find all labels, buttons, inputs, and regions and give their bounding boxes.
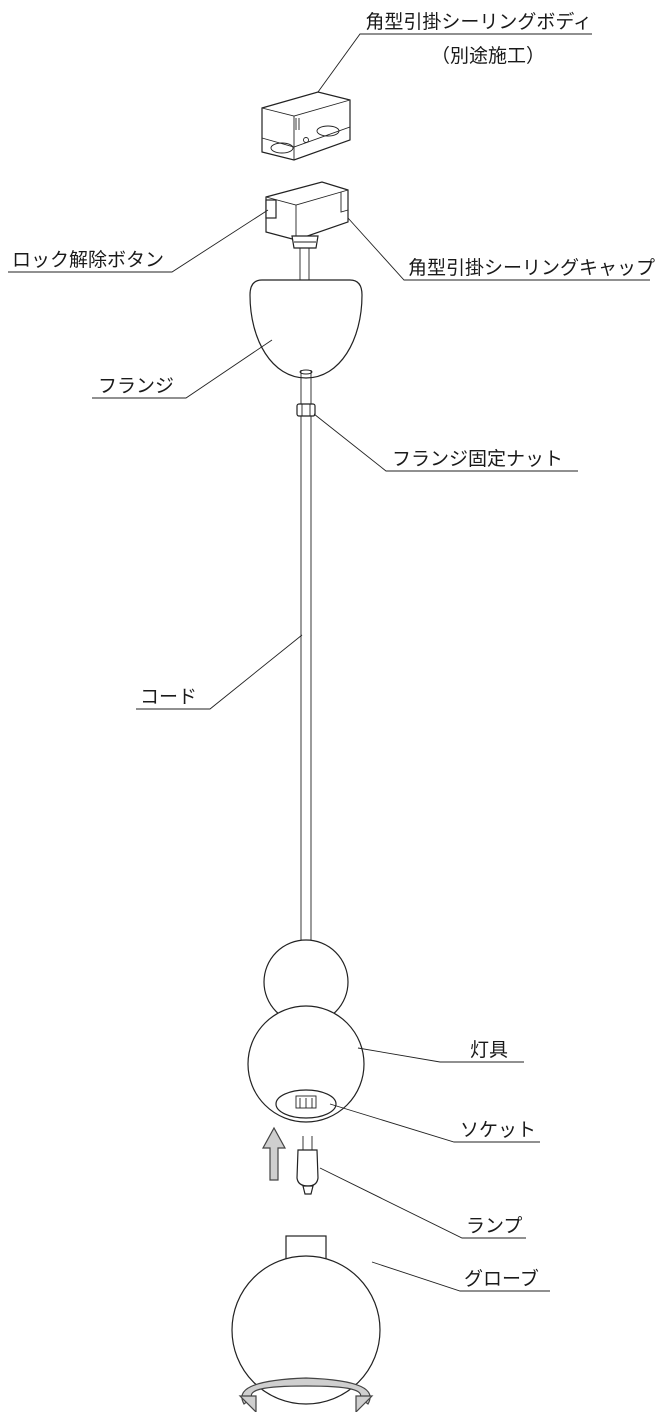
lamp-part bbox=[296, 1136, 319, 1195]
label-cord: コード bbox=[140, 686, 197, 708]
label-ceiling-body-note: （別途施工） bbox=[431, 45, 545, 67]
label-lamp: ランプ bbox=[466, 1215, 522, 1237]
leader-lines bbox=[8, 33, 650, 1292]
upper-cord bbox=[299, 248, 310, 282]
globe-part bbox=[231, 1235, 381, 1405]
label-ceiling-body: 角型引掛シーリングボディ bbox=[365, 11, 592, 33]
label-socket: ソケット bbox=[460, 1119, 536, 1141]
label-lock-release-button: ロック解除ボタン bbox=[12, 249, 164, 271]
flange-nut-part bbox=[296, 403, 316, 417]
fixture-part bbox=[247, 939, 365, 1123]
ceiling-body-part bbox=[261, 91, 351, 161]
lock-button-shape bbox=[265, 199, 277, 219]
label-fixture: 灯具 bbox=[470, 1039, 508, 1061]
flange-part bbox=[249, 279, 363, 379]
cord-part bbox=[299, 369, 313, 944]
insert-arrow-icon bbox=[261, 1126, 287, 1181]
label-flange-nut: フランジ固定ナット bbox=[392, 448, 563, 470]
label-globe: グローブ bbox=[464, 1267, 539, 1290]
label-ceiling-cap: 角型引掛シーリングキャップ bbox=[408, 257, 655, 279]
ceiling-cap-part bbox=[265, 181, 349, 249]
label-flange: フランジ bbox=[98, 375, 174, 397]
rotate-arrow-icon bbox=[238, 1377, 374, 1412]
